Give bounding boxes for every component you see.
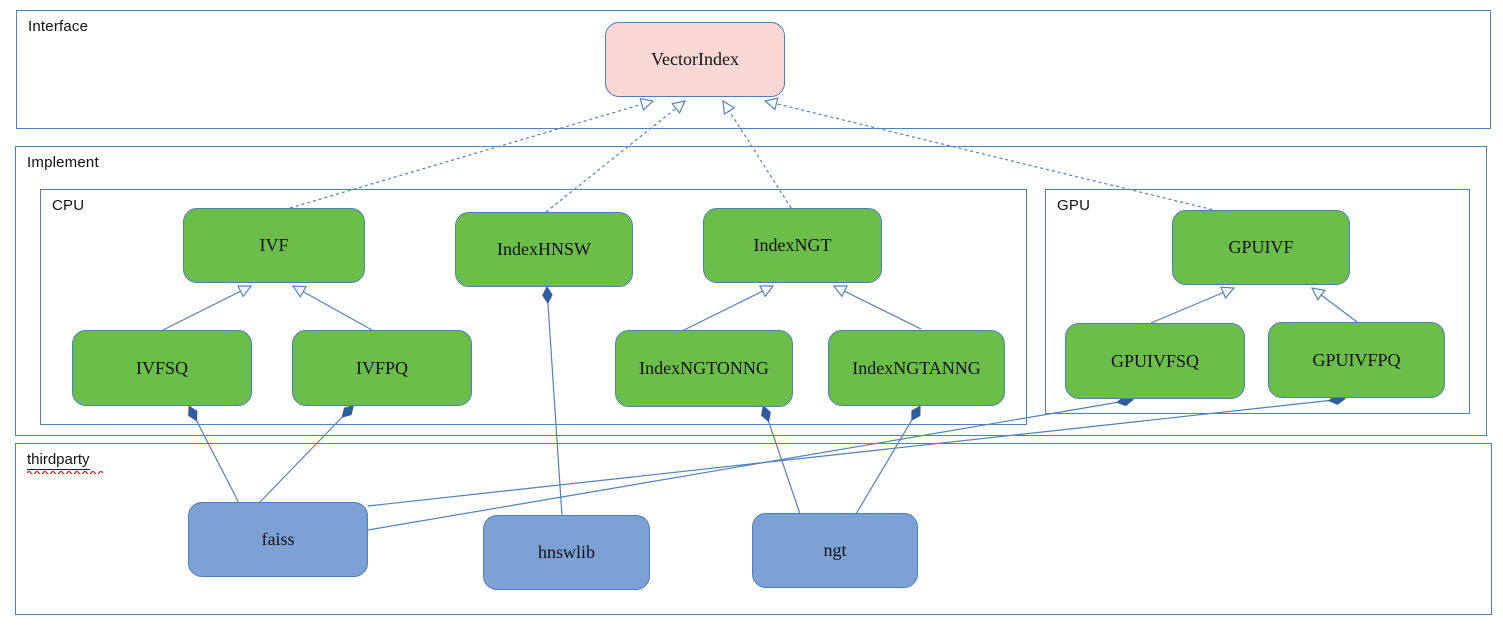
- node-ngt[interactable]: ngt: [752, 513, 918, 588]
- container-implement-label: Implement: [27, 154, 99, 171]
- node-vectorindex-label: VectorIndex: [651, 49, 739, 69]
- node-gpuivfsq-label: GPUIVFSQ: [1110, 350, 1200, 371]
- node-indexngt[interactable]: IndexNGT: [703, 208, 882, 283]
- container-interface-label: Interface: [28, 18, 89, 35]
- node-indexngtonng[interactable]: IndexNGTONNG: [615, 330, 793, 407]
- node-faiss-label: faiss: [261, 529, 295, 549]
- node-indexngtanng[interactable]: IndexNGTANNG: [828, 330, 1005, 406]
- node-gpuivfpq-label: GPUIVFPQ: [1312, 349, 1401, 370]
- node-ivf-label: IVF: [259, 235, 289, 255]
- container-cpu-label: CPU: [52, 197, 85, 214]
- node-hnswlib-label: hnswlib: [537, 542, 595, 562]
- container-thirdparty-label: thirdparty: [27, 451, 90, 470]
- node-indexhnsw[interactable]: IndexHNSW: [455, 212, 633, 287]
- node-ivfsq-label: IVFSQ: [135, 357, 188, 378]
- node-faiss[interactable]: faiss: [188, 502, 368, 577]
- node-ivfsq[interactable]: IVFSQ: [72, 330, 252, 406]
- node-hnswlib[interactable]: hnswlib: [483, 515, 650, 590]
- node-indexngtanng-label: IndexNGTANNG: [852, 357, 981, 378]
- node-gpuivf-label: GPUIVF: [1228, 237, 1294, 257]
- node-ivfpq-label: IVFPQ: [355, 357, 408, 378]
- container-gpu-label: GPU: [1057, 197, 1091, 214]
- container-thirdparty-label-wrap: thirdparty: [27, 451, 103, 474]
- node-ivfpq[interactable]: IVFPQ: [292, 330, 472, 406]
- node-ivf[interactable]: IVF: [183, 208, 365, 283]
- node-gpuivfpq[interactable]: GPUIVFPQ: [1268, 322, 1445, 398]
- node-indexngt-label: IndexNGT: [753, 235, 832, 255]
- node-indexhnsw-label: IndexHNSW: [497, 239, 591, 259]
- node-ngt-label: ngt: [823, 540, 847, 560]
- node-gpuivfsq[interactable]: GPUIVFSQ: [1065, 323, 1245, 399]
- node-gpuivf[interactable]: GPUIVF: [1172, 210, 1350, 285]
- node-indexngtonng-label: IndexNGTONNG: [639, 358, 769, 378]
- node-vectorindex[interactable]: VectorIndex: [605, 22, 785, 97]
- spellcheck-squiggle-icon: [27, 471, 103, 474]
